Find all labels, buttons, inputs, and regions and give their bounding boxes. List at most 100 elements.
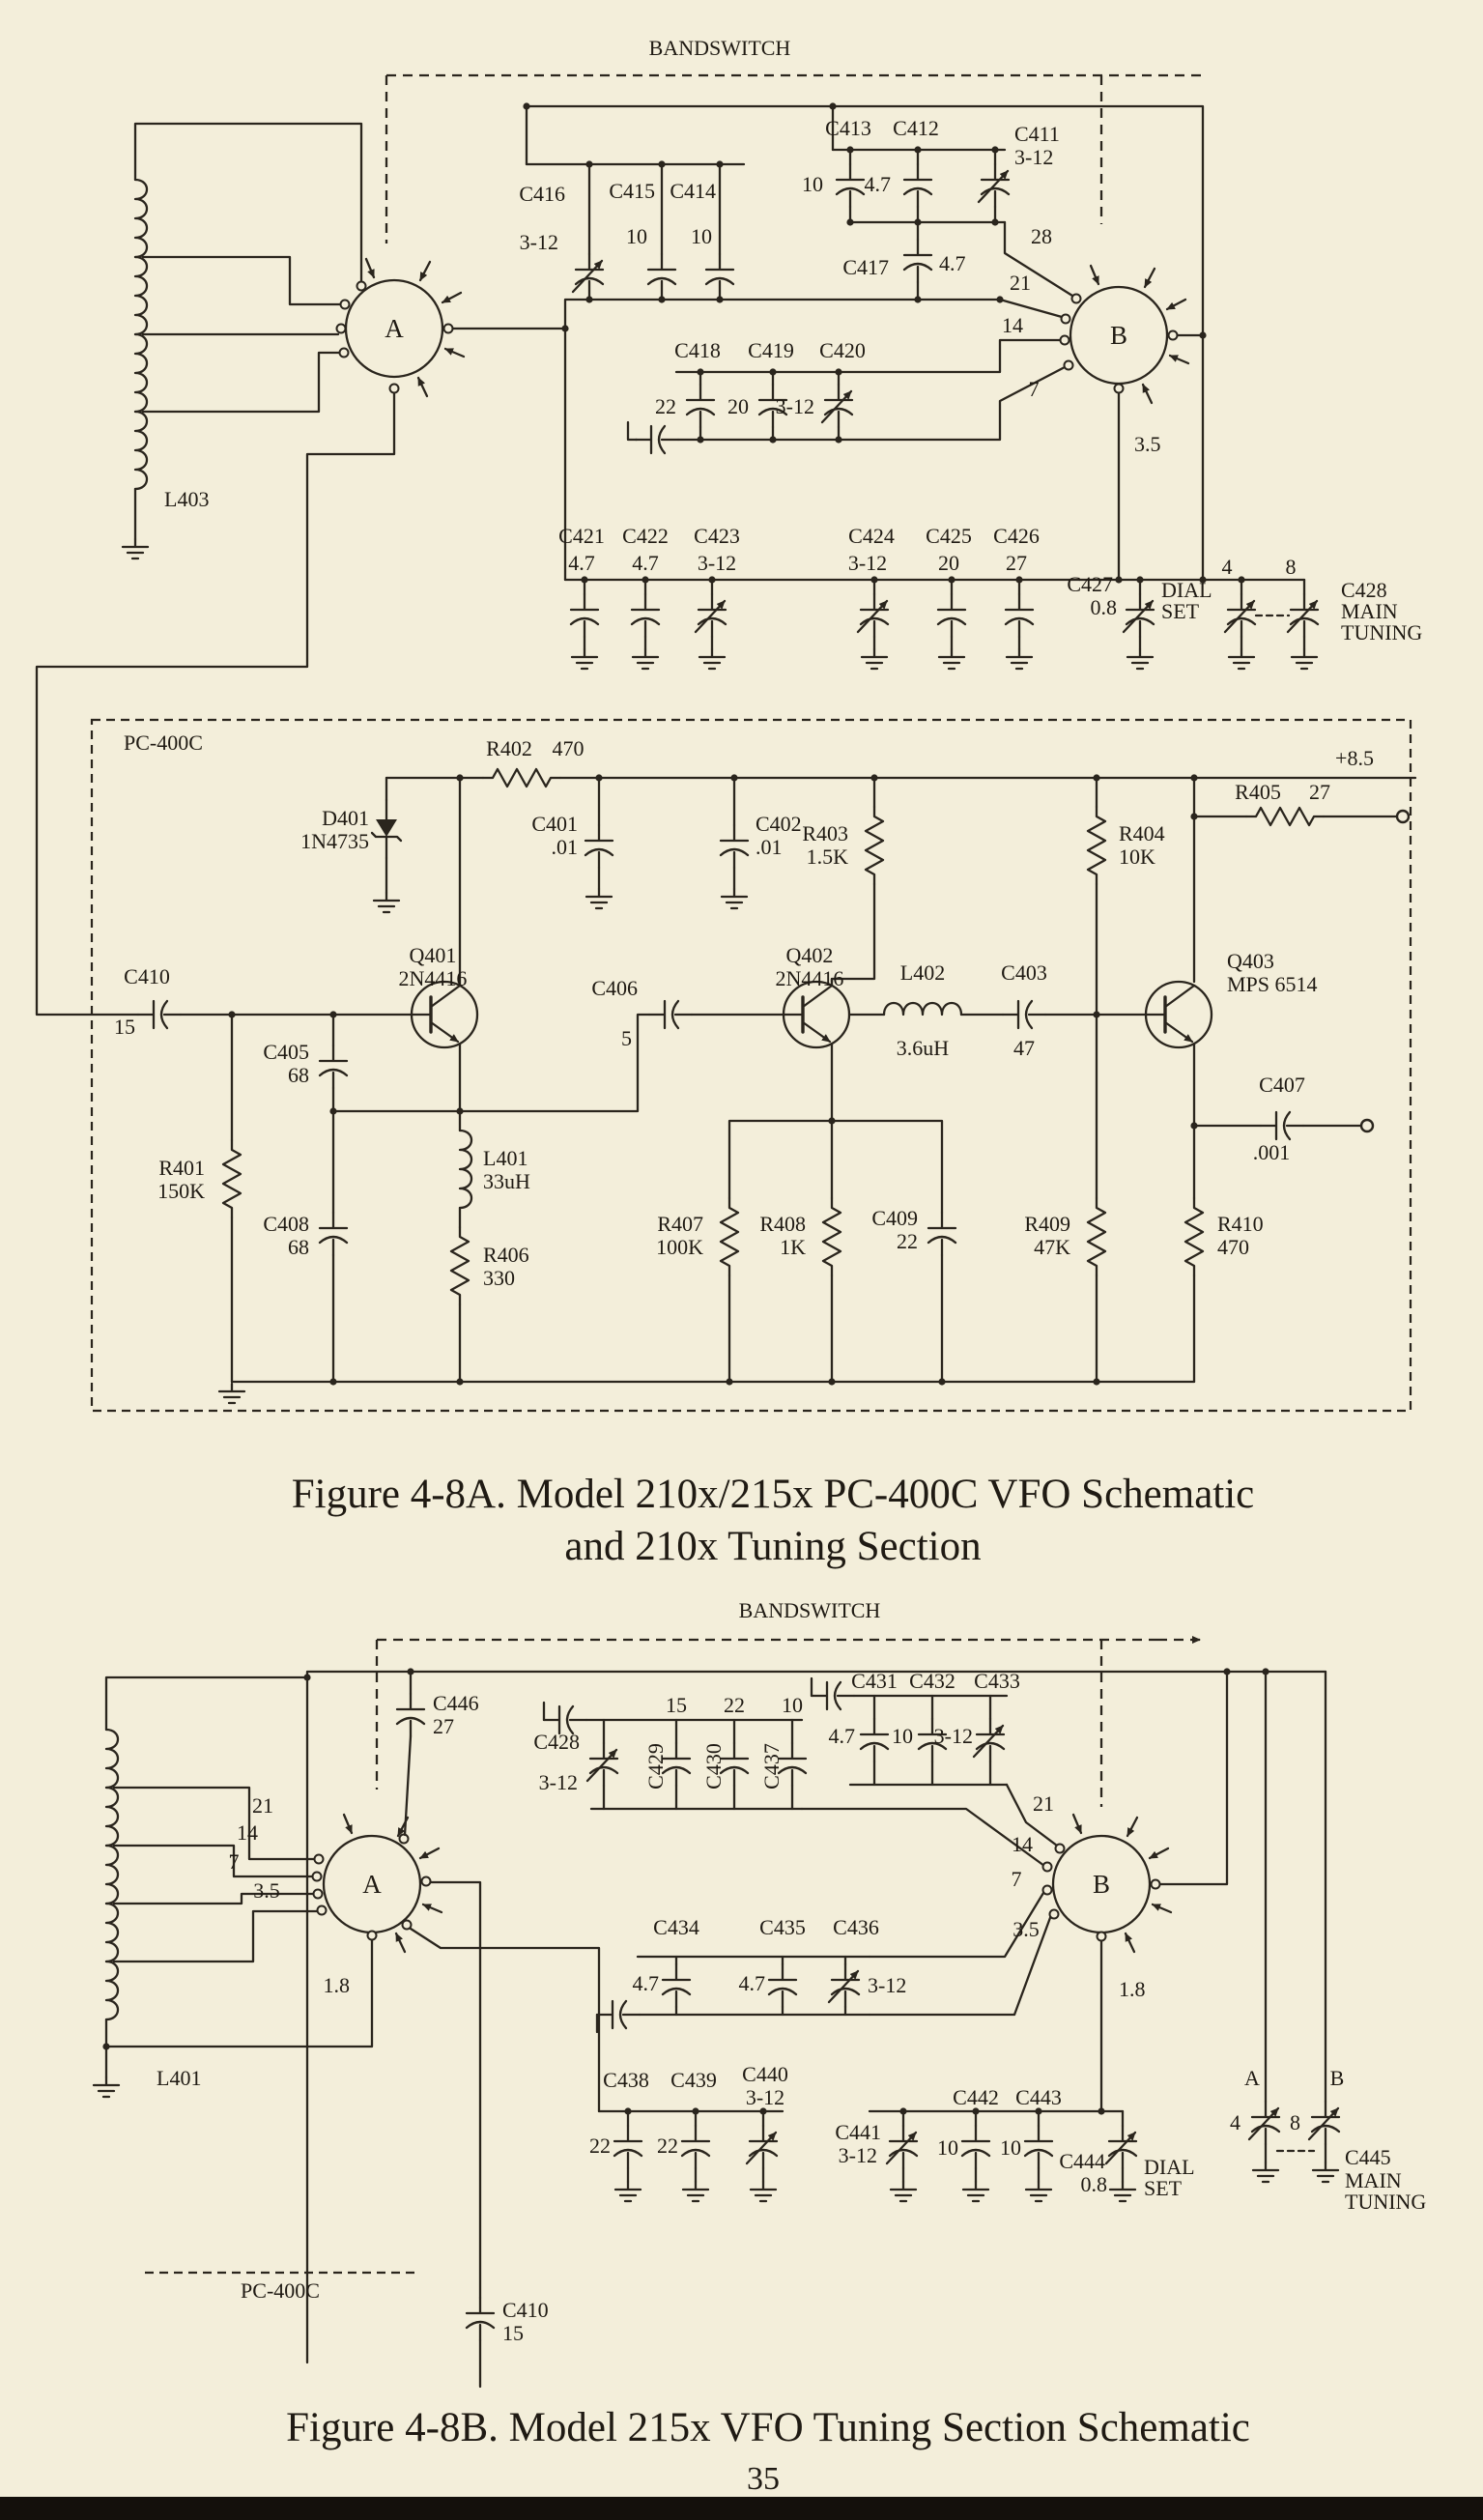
- a-contact-35: 3.5: [1134, 432, 1161, 456]
- page-number: 35: [747, 2461, 780, 2497]
- a-contact-7: 7: [1029, 377, 1040, 401]
- c443-val: 10: [1000, 2135, 1021, 2160]
- r408-ref: R408: [759, 1212, 806, 1236]
- c431-val: 4.7: [829, 1724, 856, 1748]
- a-tank-rail: [563, 578, 1318, 671]
- c421-val: 4.7: [568, 551, 595, 575]
- a-switch-a-contacts: [335, 280, 454, 394]
- c405-ref: C405: [263, 1040, 309, 1064]
- b-a-contact-35: 3.5: [253, 1878, 280, 1903]
- scan-edge-bar: [0, 2497, 1483, 2520]
- b-junction-dots: [102, 1668, 1269, 2115]
- c408-val: 68: [288, 1235, 309, 1259]
- q402-ref: Q402: [786, 943, 834, 967]
- c418-val: 22: [655, 394, 676, 418]
- c411-val: 3-12: [1014, 145, 1053, 169]
- a-switch-a-letter: A: [385, 314, 404, 343]
- c414-ref: C414: [670, 179, 716, 203]
- c433-val: 3-12: [934, 1724, 973, 1748]
- c432-ref: C432: [909, 1669, 955, 1693]
- c420-ref: C420: [819, 338, 866, 362]
- c430-ref: C430: [701, 1743, 726, 1790]
- b-coil-l401: [104, 1675, 374, 2079]
- c441-val: 3-12: [839, 2143, 877, 2167]
- b-main-tuning: [1249, 1670, 1339, 2184]
- r405-val: 27: [1309, 780, 1330, 804]
- c410b-val: 15: [502, 2321, 524, 2345]
- b-switch-a-letter: A: [362, 1870, 382, 1899]
- b-bandswitch-label: BANDSWITCH: [739, 1598, 881, 1622]
- c445-main: MAIN: [1345, 2168, 1402, 2192]
- b-top-bus: [305, 1670, 1327, 2364]
- c402-val: .01: [756, 835, 783, 859]
- c401-ref: C401: [531, 812, 578, 836]
- r410-val: 470: [1217, 1235, 1249, 1259]
- c428b-val: 3-12: [539, 1770, 578, 1794]
- a-pc400c-label: PC-400C: [124, 730, 203, 755]
- c445-section-a: A: [1244, 2066, 1260, 2090]
- c423-ref: C423: [694, 524, 740, 548]
- c410-val: 15: [114, 1015, 135, 1039]
- a-contact-14: 14: [1002, 313, 1023, 337]
- b-b-contact-35: 3.5: [1012, 1917, 1040, 1941]
- c426-val: 27: [1006, 551, 1027, 575]
- q401-ref: Q401: [410, 943, 457, 967]
- c442-ref: C442: [953, 2085, 999, 2109]
- c417-ref: C417: [842, 255, 889, 279]
- c410-ref: C410: [124, 964, 170, 988]
- a-switch-a-wires: [35, 327, 567, 1017]
- b-pc400c-label: PC-400C: [241, 2278, 320, 2303]
- a-contact-28: 28: [1031, 224, 1052, 248]
- caption-a-line1: Figure 4-8A. Model 210x/215x PC-400C VFO…: [292, 1472, 1255, 1517]
- a-switch-b-letter: B: [1110, 321, 1127, 350]
- c422-ref: C422: [622, 524, 669, 548]
- c405-val: 68: [288, 1063, 309, 1087]
- b-switch-a-wires: [409, 1880, 601, 2389]
- b-switch-b-letter: B: [1093, 1870, 1110, 1899]
- l402-val: 3.6uH: [897, 1036, 950, 1060]
- b-b-contact-18: 1.8: [1119, 1977, 1146, 2001]
- c409-val: 22: [897, 1229, 918, 1253]
- c403-val: 47: [1013, 1036, 1035, 1060]
- a-group2: [831, 148, 1074, 319]
- b-a-contact-18: 1.8: [324, 1973, 351, 1997]
- a-junction-dots: [228, 102, 1245, 1386]
- l401a-ref: L401: [483, 1146, 528, 1170]
- c410b-ref: C410: [502, 2298, 549, 2322]
- r401-ref: R401: [158, 1156, 205, 1180]
- c445-section-b: B: [1330, 2066, 1345, 2090]
- c442-val: 10: [937, 2135, 958, 2160]
- c445-ref: C445: [1345, 2145, 1391, 2169]
- a-bandswitch-label: BANDSWITCH: [649, 36, 791, 60]
- c444-ref: C444: [1059, 2149, 1105, 2173]
- c422-val: 4.7: [632, 551, 659, 575]
- c436-ref: C436: [833, 1915, 879, 1939]
- fig-b-tuning-section: BANDSWITCH L401 A 21 14 7 3.5 1.8 C446 2…: [92, 1598, 1426, 2389]
- r406-ref: R406: [483, 1243, 529, 1267]
- b-a-contact-21: 21: [252, 1793, 273, 1818]
- b-b-contact-14: 14: [1012, 1832, 1033, 1856]
- a-rail-voltage: +8.5: [1335, 746, 1374, 770]
- c413-val: 10: [802, 172, 823, 196]
- c444-val: 0.8: [1081, 2172, 1108, 2196]
- r407-ref: R407: [657, 1212, 703, 1236]
- r402-ref: R402: [486, 736, 532, 760]
- c408-ref: C408: [263, 1212, 309, 1236]
- c425-ref: C425: [926, 524, 972, 548]
- c415-ref: C415: [609, 179, 655, 203]
- q402-val: 2N4416: [776, 966, 844, 990]
- c428b-ref: C428: [533, 1730, 580, 1754]
- r403-ref: R403: [802, 821, 848, 845]
- c423-val: 3-12: [698, 551, 736, 575]
- q403-val: MPS 6514: [1227, 972, 1318, 996]
- b-switch-a-contacts: [311, 1833, 432, 1941]
- c446-val: 27: [433, 1714, 454, 1738]
- c444-dial: DIAL: [1144, 2155, 1195, 2179]
- c427-ref: C427: [1067, 572, 1113, 596]
- c418-ref: C418: [674, 338, 721, 362]
- c407-ref: C407: [1259, 1073, 1305, 1097]
- c433-ref: C433: [974, 1669, 1020, 1693]
- c417-val: 4.7: [939, 251, 966, 275]
- c428-tuning: TUNING: [1341, 620, 1422, 644]
